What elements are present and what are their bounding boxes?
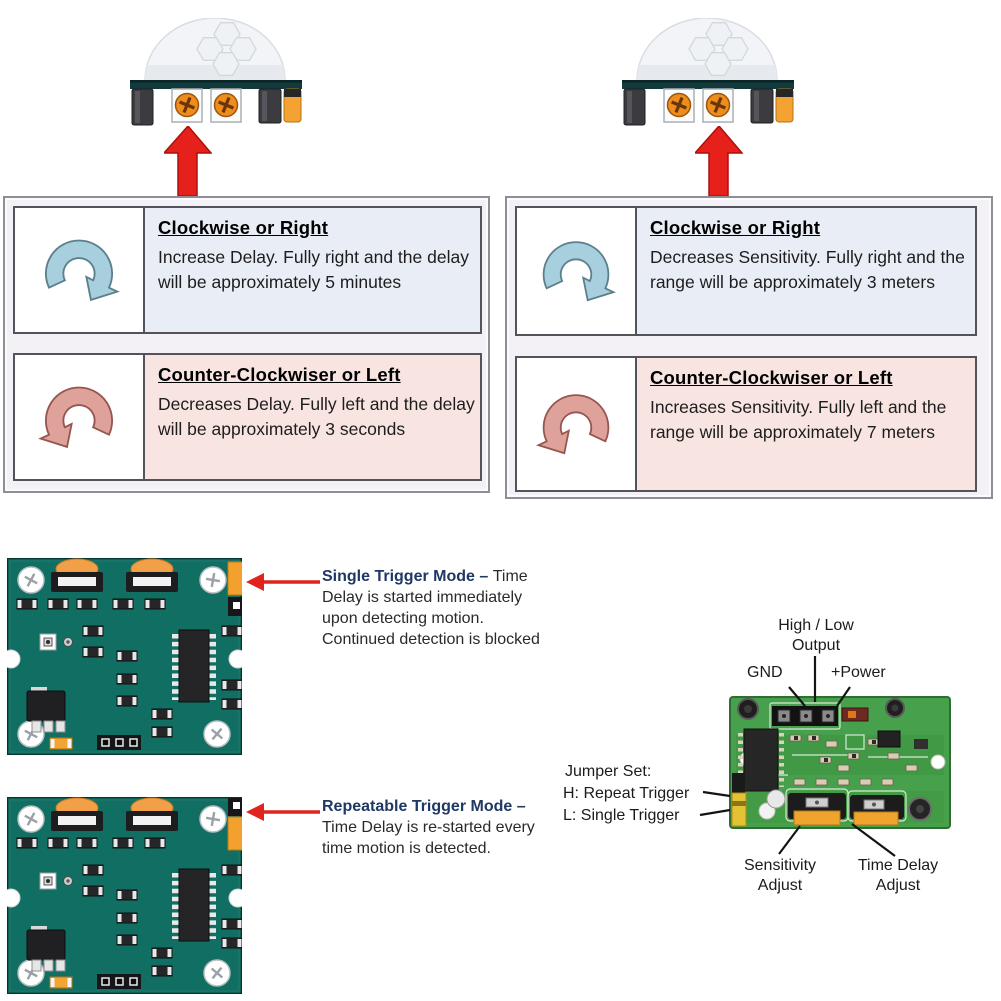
table-row: Clockwise or Right Increase Delay. Fully… (13, 206, 482, 334)
table-row: Counter-Clockwiser or Left Decreases Del… (13, 353, 482, 481)
jumper-h-label: H: Repeat Trigger (563, 785, 690, 802)
single-trigger-title: Single Trigger Mode – (322, 568, 493, 585)
gnd-label: GND (747, 664, 783, 681)
red-left-arrow-icon (246, 573, 320, 591)
icon-cell (15, 208, 145, 332)
sensitivity-adjust-label: Sensitivity Adjust (743, 857, 817, 894)
red-up-arrow-icon (695, 126, 743, 196)
row-body: Increases Sensitivity. Fully left and th… (650, 397, 947, 442)
table-cell: Clockwise or Right Decreases Sensitivity… (637, 208, 975, 334)
row-body: Decreases Delay. Fully left and the dela… (158, 394, 475, 439)
pir-board-back-icon (7, 558, 242, 755)
single-trigger-note: Single Trigger Mode – Time Delay is star… (322, 566, 560, 650)
delay-adjust-table: Clockwise or Right Increase Delay. Fully… (3, 196, 490, 493)
table-cell: Clockwise or Right Increase Delay. Fully… (145, 208, 480, 332)
power-label: +Power (831, 664, 886, 681)
icon-cell (517, 358, 637, 490)
clockwise-arrow-icon (44, 239, 120, 302)
pir-board-back-icon (7, 797, 242, 994)
jumper-single-trigger-position (227, 561, 242, 616)
table-cell: Counter-Clockwiser or Left Increases Sen… (637, 358, 975, 490)
row-heading: Counter-Clockwiser or Left (158, 364, 401, 385)
jumper-repeat-trigger-position (227, 798, 242, 851)
counter-clockwise-arrow-icon (536, 394, 610, 455)
pir-sensor-front-icon (622, 18, 794, 130)
row-heading: Clockwise or Right (158, 217, 329, 238)
output-label: High / Low Output (778, 617, 854, 654)
sensitivity-adjust-table: Clockwise or Right Decreases Sensitivity… (505, 196, 993, 499)
jumper-set-label: Jumper Set: (565, 763, 652, 780)
clockwise-arrow-icon (542, 241, 616, 302)
repeatable-trigger-note: Repeatable Trigger Mode – Time Delay is … (322, 796, 560, 859)
icon-cell (517, 208, 637, 334)
row-body: Decreases Sensitivity. Fully right and t… (650, 247, 965, 292)
repeatable-trigger-title: Repeatable Trigger Mode – (322, 798, 526, 815)
jumper-l-label: L: Single Trigger (563, 807, 680, 824)
repeatable-trigger-body: Time Delay is re-started every time moti… (322, 819, 535, 857)
table-row: Counter-Clockwiser or Left Increases Sen… (515, 356, 977, 492)
pir-board-photo-icon (729, 696, 951, 829)
single-trigger-body: Time Delay is started immediately upon d… (322, 568, 540, 648)
row-heading: Counter-Clockwiser or Left (650, 367, 893, 388)
red-left-arrow-icon (246, 803, 320, 821)
icon-cell (15, 355, 145, 479)
table-row: Clockwise or Right Decreases Sensitivity… (515, 206, 977, 336)
counter-clockwise-arrow-icon (38, 386, 114, 449)
row-body: Increase Delay. Fully right and the dela… (158, 247, 469, 292)
red-up-arrow-icon (164, 126, 212, 196)
table-cell: Counter-Clockwiser or Left Decreases Del… (145, 355, 480, 479)
time-delay-adjust-label: Time Delay Adjust (857, 857, 939, 894)
pir-sensor-front-icon (130, 18, 302, 130)
row-heading: Clockwise or Right (650, 217, 821, 238)
